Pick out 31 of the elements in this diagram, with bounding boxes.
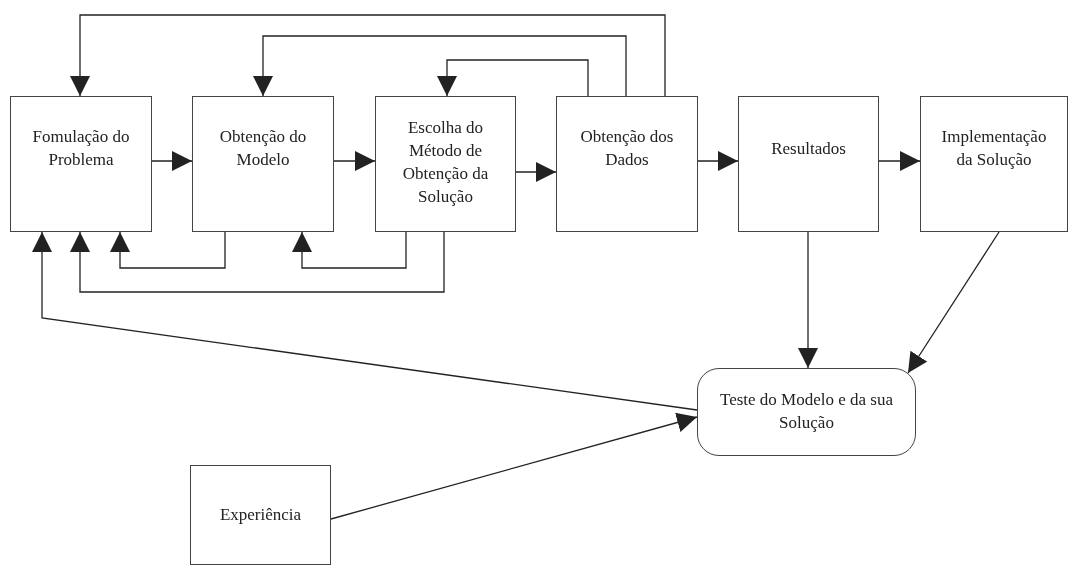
arrow <box>798 231 818 369</box>
arrow <box>151 151 193 171</box>
process-box <box>190 465 331 565</box>
process-box <box>375 96 516 232</box>
arrow <box>70 231 445 293</box>
arrow <box>878 151 921 171</box>
arrow <box>110 231 226 269</box>
arrow <box>32 231 698 411</box>
arrow <box>515 162 557 182</box>
process-box <box>192 96 334 232</box>
node-label: Teste do Modelo e da sua Solução <box>719 389 894 434</box>
arrow <box>697 151 739 171</box>
process-box <box>556 96 698 232</box>
arrow <box>333 151 376 171</box>
arrow <box>70 14 666 97</box>
node-label: Obtenção dos Dados <box>579 126 675 171</box>
arrow <box>437 59 589 97</box>
arrow <box>292 231 407 269</box>
rounded-box <box>697 368 916 456</box>
node-label: Experiência <box>219 503 302 526</box>
node-label: Resultados <box>771 137 846 160</box>
arrow <box>253 35 627 97</box>
arrow <box>330 412 698 520</box>
node-label: Obtenção do Modelo <box>218 126 308 171</box>
node-label: Fomulação do Problema <box>31 126 131 171</box>
node-label: Escolha do Método de Obtenção da Solução <box>401 117 490 208</box>
process-box <box>10 96 152 232</box>
process-box <box>920 96 1068 232</box>
node-label: Implementação da Solução <box>940 126 1048 171</box>
process-box <box>738 96 879 232</box>
arrow <box>907 231 1000 374</box>
